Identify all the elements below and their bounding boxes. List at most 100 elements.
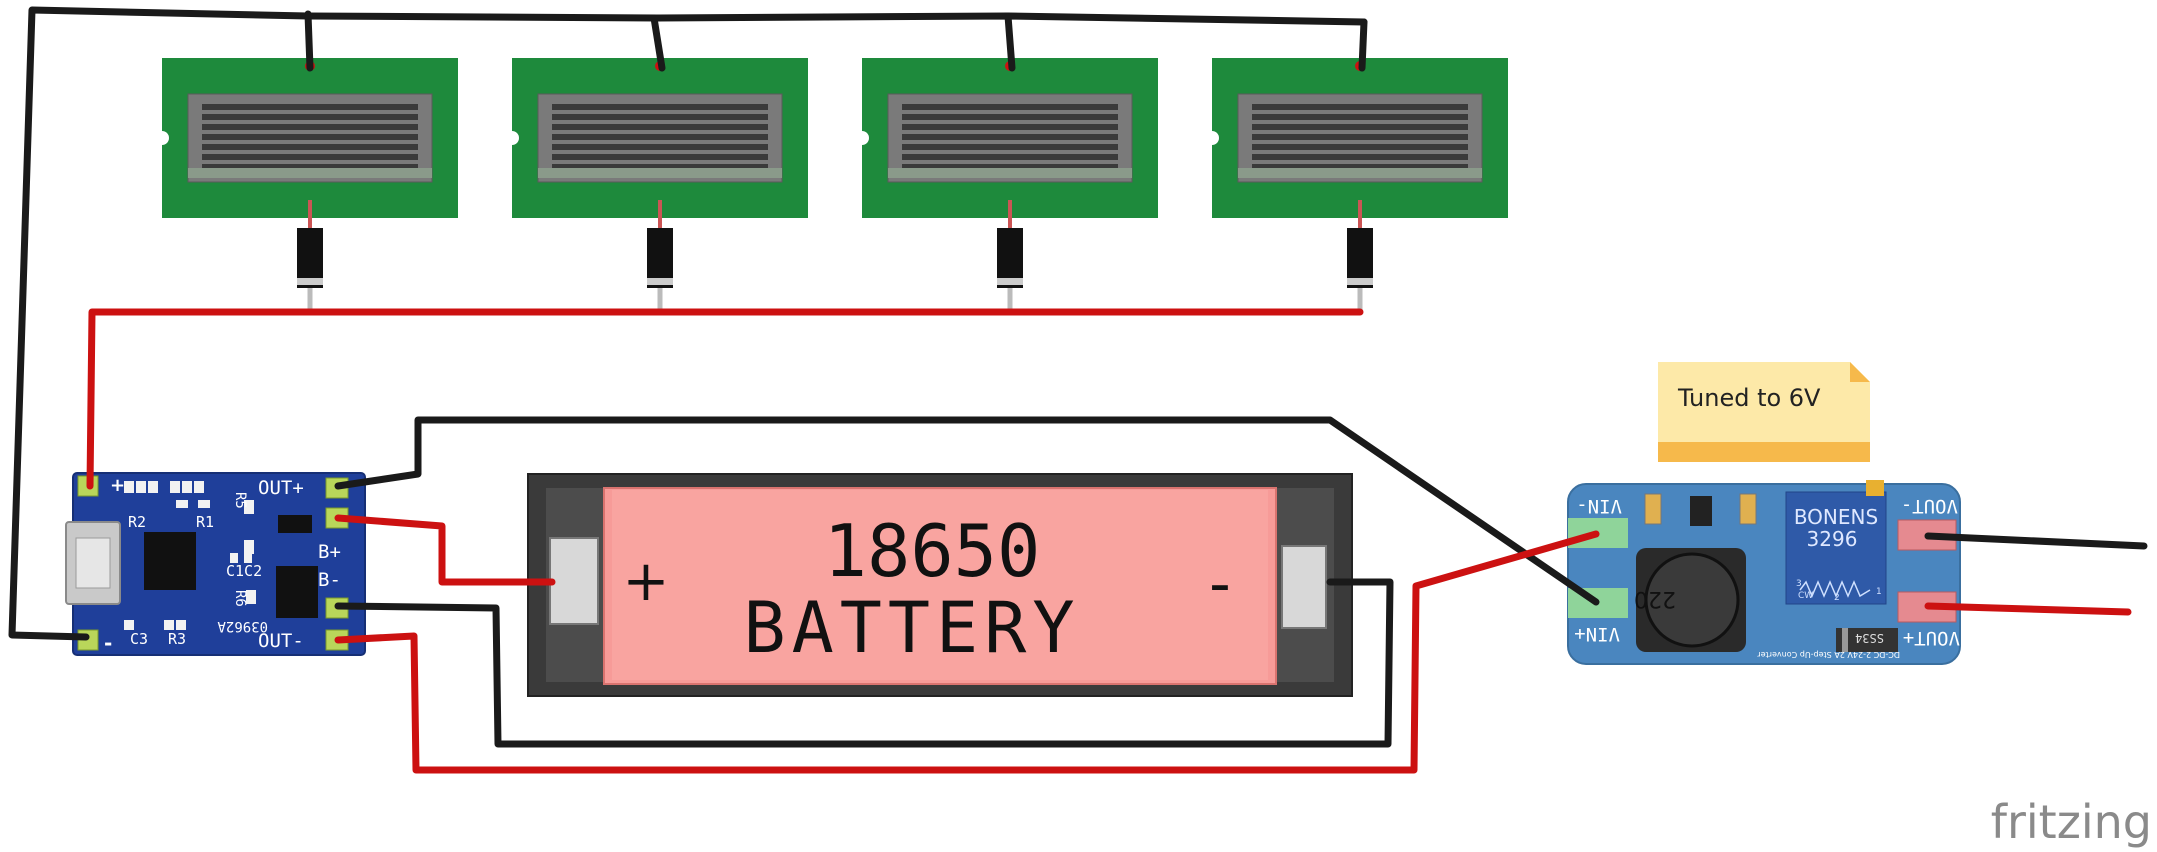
charger-module: + - OUT+ OUT- B+ B- R2 R1 C1C2 C3 R3 R5 …	[65, 472, 366, 656]
wire-vout-plus	[1924, 602, 2132, 616]
solar-cells	[155, 58, 1508, 230]
solar-panel-strip	[902, 124, 1118, 130]
diodes	[297, 228, 1373, 312]
wire-ground-segment-1	[304, 12, 662, 22]
charger-chip-1	[144, 532, 196, 590]
booster-brand: BONENS	[1794, 505, 1878, 529]
solar-mount-hole	[1205, 131, 1219, 145]
boost-converter: 220 BONENS 3296 CW 3 2 1 SS34 VIN- VIN+ …	[1567, 480, 1961, 665]
wire-drop-2	[650, 14, 666, 72]
diode-band	[297, 278, 323, 285]
diode-band	[997, 278, 1023, 285]
charger-label-b-plus: B+	[318, 541, 341, 563]
solar-panel-strip	[1252, 144, 1468, 150]
charger-label-out-minus: OUT-	[258, 630, 304, 652]
wire-b-plus	[334, 514, 556, 586]
note-paper	[1658, 362, 1870, 462]
battery-label-line1: 18650	[824, 509, 1041, 593]
booster-diode-label: SS34	[1855, 631, 1884, 645]
wires	[8, 6, 2148, 774]
solar-panel-strip	[902, 144, 1118, 150]
charger-label-r6: R6	[232, 590, 248, 607]
charger-smd-parts	[124, 481, 256, 630]
booster-pot-screw	[1866, 480, 1884, 496]
booster-chip	[1690, 496, 1712, 526]
battery-cell-face	[612, 490, 1268, 680]
solar-panel-strip	[902, 154, 1118, 160]
solar-panel-strip	[902, 134, 1118, 140]
charger-chip-3	[278, 515, 312, 533]
wire-drop-3	[1004, 12, 1016, 72]
solar-panel-strip	[552, 114, 768, 120]
booster-cap-1	[1644, 493, 1662, 525]
battery-plus-sign: +	[623, 549, 670, 614]
note-text: Tuned to 6V	[1677, 384, 1821, 412]
wire-solar-ground	[8, 6, 312, 641]
note-band	[1658, 442, 1870, 462]
solar-cell-3	[855, 58, 1158, 230]
charger-label-r2: R2	[128, 513, 146, 531]
booster-pot-3: 3	[1796, 579, 1802, 589]
booster-label-vout-plus: VOUT+	[1903, 627, 1960, 649]
charger-chip-2	[276, 566, 318, 618]
solar-cell-2	[505, 58, 808, 230]
solar-panel-strip	[552, 104, 768, 110]
booster-pot-zigzag	[1799, 580, 1871, 598]
wire-out-minus	[334, 530, 1600, 774]
solar-panel-edge	[1238, 168, 1482, 178]
solar-panel-strip	[202, 114, 418, 120]
booster-potentiometer	[1785, 491, 1887, 605]
note: Tuned to 6V	[1658, 362, 1870, 462]
battery-contact-minus	[1281, 545, 1327, 629]
diode-1	[297, 228, 323, 312]
solar-panel-edge	[538, 168, 782, 178]
wire-drop-4	[1358, 18, 1368, 72]
charger-label-r5: R5	[232, 492, 248, 509]
booster-label-vin-plus: VIN+	[1574, 623, 1620, 645]
solar-panel-strip	[552, 134, 768, 140]
solar-panel-strip	[202, 154, 418, 160]
booster-cap-2	[1739, 493, 1757, 525]
solar-panel-strip	[202, 104, 418, 110]
wire-vout-minus	[1924, 532, 2148, 550]
solar-panel-strip	[1252, 114, 1468, 120]
charger-label-c3: C3	[130, 630, 148, 648]
solar-cell-1	[155, 58, 458, 230]
wire-b-minus	[334, 578, 1394, 748]
diode-3	[997, 228, 1023, 312]
charger-label-r1: R1	[196, 513, 214, 531]
solar-panel-strip	[1252, 134, 1468, 140]
solar-panel-strip	[1252, 154, 1468, 160]
battery-holder: 18650 BATTERY + -	[527, 473, 1353, 697]
solar-cell-4	[1205, 58, 1508, 230]
booster-inductor-label: 220	[1634, 586, 1676, 611]
solar-panel-strip	[202, 164, 418, 170]
booster-pot-1: 1	[1876, 587, 1882, 597]
wire-solar-positive	[86, 308, 1364, 490]
diode-2	[647, 228, 673, 312]
charger-label-chip-code: 03962A	[217, 618, 268, 634]
battery-minus-sign: -	[1209, 549, 1231, 619]
fritzing-watermark: fritzing	[1991, 795, 2152, 849]
solar-panel-strip	[902, 104, 1118, 110]
solar-panel-strip	[202, 134, 418, 140]
charger-label-plus: +	[110, 475, 125, 496]
booster-inductor	[1644, 552, 1740, 648]
charger-label-minus: -	[104, 631, 112, 655]
solar-panel-edge	[888, 168, 1132, 178]
diode-band	[1347, 278, 1373, 285]
solar-panel-strip	[552, 164, 768, 170]
booster-diode-band	[1842, 628, 1848, 652]
charger-label-c1c2: C1C2	[226, 562, 262, 580]
booster-pot-cw: CW	[1798, 591, 1813, 601]
wire-out-to-vin	[334, 416, 1600, 606]
solar-panel-strip	[1252, 164, 1468, 170]
solar-mount-hole	[505, 131, 519, 145]
booster-model: 3296	[1807, 527, 1858, 551]
diode-band	[647, 278, 673, 285]
note-fold	[1850, 362, 1870, 382]
solar-panel-strip	[552, 154, 768, 160]
charger-label-out-plus: OUT+	[258, 477, 304, 499]
diode-4	[1347, 228, 1373, 312]
